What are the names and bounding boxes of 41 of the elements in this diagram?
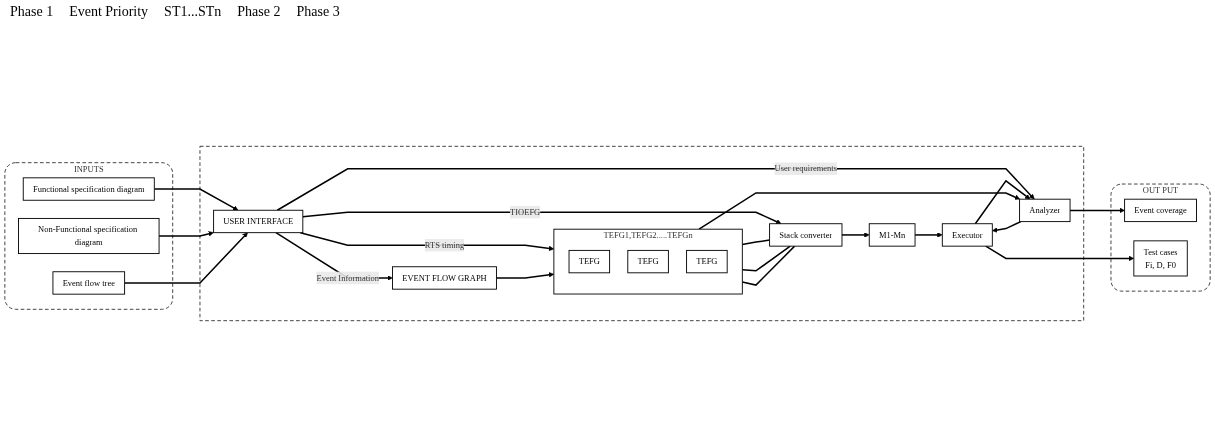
arrow	[123, 232, 248, 284]
cluster	[199, 145, 1085, 322]
node-box: TEFG	[568, 249, 611, 274]
arrow	[276, 168, 1035, 211]
node-box: Functional specification diagram	[22, 177, 155, 201]
edge-label: TIOEFG	[510, 207, 541, 217]
arrow	[153, 188, 239, 211]
node-box: EVENT FLOW GRAPH	[392, 266, 497, 290]
arrow	[299, 231, 555, 252]
node-box: Non-Functional specification diagram	[18, 217, 160, 255]
connector	[741, 245, 791, 272]
connector	[741, 245, 796, 286]
arrow	[974, 179, 1031, 225]
node-box: M1-Mn	[868, 223, 916, 247]
note-label: Phase 2	[237, 4, 281, 20]
node-box: Stack converter	[769, 223, 843, 247]
node-box: Test cases Fi, D, F0	[1133, 240, 1188, 277]
note-label: ST1...STn	[164, 4, 222, 20]
connector	[741, 239, 771, 246]
note-label: Event Priority	[69, 4, 149, 20]
arrow	[302, 211, 782, 225]
node-box: Executor	[941, 223, 993, 247]
arrow	[914, 232, 943, 238]
edge-label: RTS timing	[424, 240, 465, 250]
node-box: TEFG	[686, 249, 728, 274]
edge-label: Event Information	[316, 273, 379, 283]
arrow	[1069, 207, 1125, 214]
arrow	[495, 272, 555, 279]
node-box: Event coverage	[1124, 198, 1197, 223]
note-label: Phase 3	[296, 4, 340, 20]
arrow	[985, 245, 1135, 262]
arrow	[698, 192, 1021, 230]
node-box: Analyzer	[1019, 198, 1071, 223]
arrow	[841, 232, 870, 238]
arrow	[992, 220, 1022, 233]
node-box: Event flow tree	[52, 271, 126, 295]
node-box: USER INTERFACE	[213, 209, 304, 234]
node-box: TEFG	[627, 249, 669, 274]
edge-label: User requirements	[774, 164, 837, 174]
note-label: Phase 1	[10, 4, 54, 20]
arrow	[158, 231, 214, 237]
